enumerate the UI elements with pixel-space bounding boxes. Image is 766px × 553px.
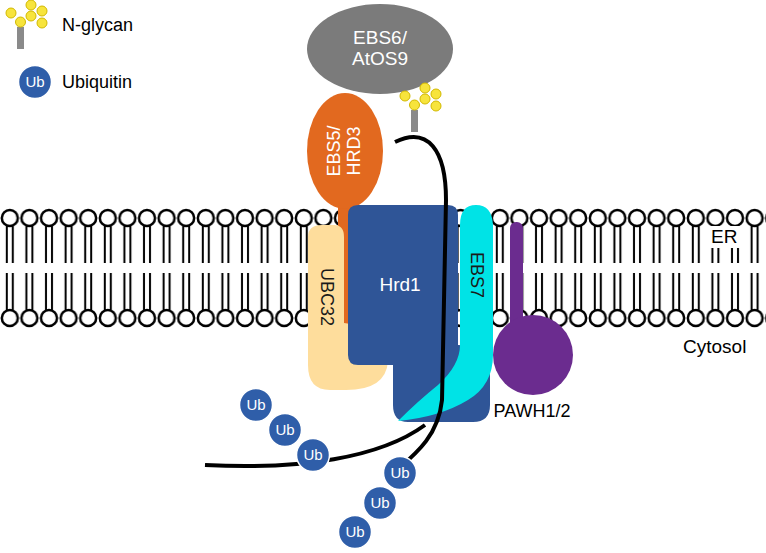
legend-text: Ubiquitin bbox=[62, 72, 132, 93]
hrd3-ellipse: EBS5/ HRD3 bbox=[306, 92, 384, 210]
node-label: Ub bbox=[246, 397, 265, 414]
ubiquitin-circle: Ub bbox=[238, 387, 274, 423]
node-label: Ub bbox=[275, 422, 294, 439]
node-label: UBC32 bbox=[316, 268, 336, 326]
node-label: EBS7 bbox=[466, 252, 486, 298]
ubiquitin-circle: Ub bbox=[295, 437, 331, 473]
node-label: Ub bbox=[303, 447, 322, 464]
node-label: Ub bbox=[390, 465, 409, 482]
node-label: EBS5/ HRD3 bbox=[325, 116, 365, 186]
pawh-protein: PAWH1/2 bbox=[488, 222, 583, 422]
legend-text: N-glycan bbox=[62, 15, 133, 36]
node-label: EBS6/ AtOS9 bbox=[335, 28, 425, 70]
node-label: Ub bbox=[25, 74, 44, 91]
node-label: Hrd1 bbox=[379, 275, 420, 296]
substrate-glycan bbox=[400, 83, 441, 132]
ebs7-protein-shape bbox=[398, 205, 498, 425]
glycan-icon bbox=[6, 0, 47, 49]
node-label: Ub bbox=[345, 524, 364, 541]
region-label: ER bbox=[708, 226, 740, 248]
atos9-ellipse: EBS6/ AtOS9 bbox=[306, 3, 454, 95]
ubiquitin-circle: Ub bbox=[382, 455, 418, 491]
ebs7-protein: EBS7 bbox=[398, 205, 498, 425]
pawh-protein-shape bbox=[488, 222, 583, 422]
region-label: Cytosol bbox=[680, 336, 749, 358]
ubiquitin-circle: Ub bbox=[337, 514, 373, 550]
ubiquitin-circle: Ub bbox=[267, 412, 303, 448]
ubiquitin-circle: Ub bbox=[362, 485, 398, 521]
ubiquitin-circle: Ub bbox=[17, 64, 53, 100]
node-label: Ub bbox=[370, 495, 389, 512]
node-label: PAWH1/2 bbox=[493, 402, 570, 422]
substrate-chain bbox=[388, 137, 446, 478]
